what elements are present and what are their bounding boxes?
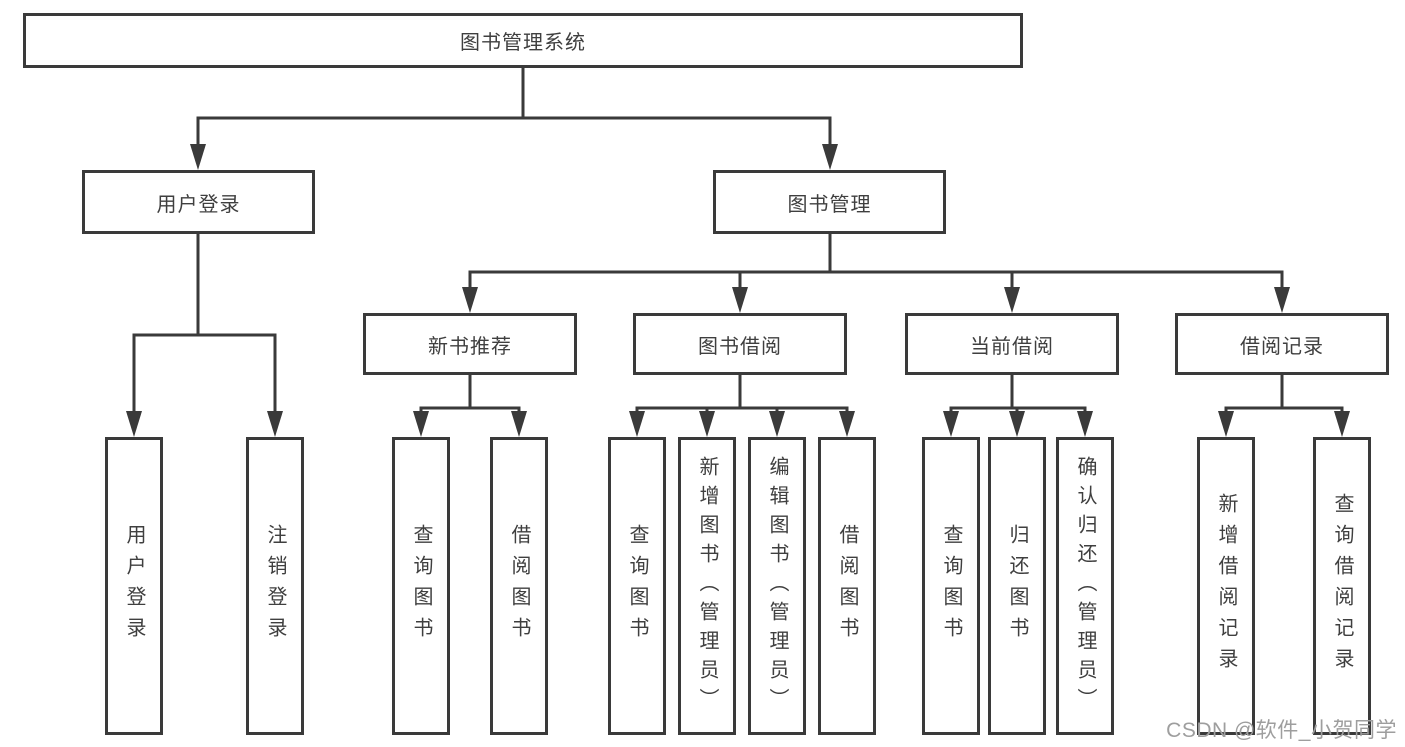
node-book-management-label: 图书管理 bbox=[787, 193, 872, 216]
node-bb-query-books: 查询图书 bbox=[608, 437, 666, 735]
node-br-query-record-label: 查询借阅记录 bbox=[1331, 493, 1353, 679]
node-logout: 注销登录 bbox=[246, 437, 304, 735]
node-br-query-record: 查询借阅记录 bbox=[1313, 437, 1371, 735]
csdn-watermark: CSDN @软件_小贺同学 bbox=[1166, 719, 1397, 742]
node-bb-add-books-admin-label: 新增图书（管理员） bbox=[696, 455, 718, 717]
node-cb-return-books: 归还图书 bbox=[988, 437, 1046, 735]
node-root-label: 图书管理系统 bbox=[460, 32, 586, 54]
node-borrowing-records-label: 借阅记录 bbox=[1240, 335, 1324, 358]
node-current-borrowing: 当前借阅 bbox=[905, 313, 1119, 375]
node-bb-add-books-admin: 新增图书（管理员） bbox=[678, 437, 736, 735]
node-bb-query-books-label: 查询图书 bbox=[626, 524, 648, 648]
node-nbr-borrow-books: 借阅图书 bbox=[490, 437, 548, 735]
arrowheads bbox=[126, 144, 1350, 437]
node-nbr-borrow-books-label: 借阅图书 bbox=[508, 524, 530, 648]
node-cb-confirm-return-admin-label: 确认归还（管理员） bbox=[1074, 455, 1096, 717]
node-nbr-query-books: 查询图书 bbox=[392, 437, 450, 735]
node-login-label: 用户登录 bbox=[123, 524, 145, 648]
node-book-borrowing-label: 图书借阅 bbox=[698, 335, 782, 358]
node-nbr-query-books-label: 查询图书 bbox=[410, 524, 432, 648]
node-br-add-record-label: 新增借阅记录 bbox=[1215, 493, 1237, 679]
node-current-borrowing-label: 当前借阅 bbox=[970, 335, 1054, 358]
node-login: 用户登录 bbox=[105, 437, 163, 735]
node-user-login: 用户登录 bbox=[82, 170, 315, 234]
node-bb-edit-books-admin: 编辑图书（管理员） bbox=[748, 437, 806, 735]
node-br-add-record: 新增借阅记录 bbox=[1197, 437, 1255, 735]
node-borrowing-records: 借阅记录 bbox=[1175, 313, 1389, 375]
node-cb-confirm-return-admin: 确认归还（管理员） bbox=[1056, 437, 1114, 735]
node-user-login-label: 用户登录 bbox=[156, 193, 241, 216]
node-root: 图书管理系统 bbox=[23, 13, 1023, 68]
node-book-management: 图书管理 bbox=[713, 170, 946, 234]
node-new-book-recommend: 新书推荐 bbox=[363, 313, 577, 375]
node-new-book-recommend-label: 新书推荐 bbox=[428, 335, 512, 358]
node-bb-borrow-books-label: 借阅图书 bbox=[836, 524, 858, 648]
node-cb-return-books-label: 归还图书 bbox=[1006, 524, 1028, 648]
node-bb-edit-books-admin-label: 编辑图书（管理员） bbox=[766, 455, 788, 717]
node-cb-query-books-label: 查询图书 bbox=[940, 524, 962, 648]
node-logout-label: 注销登录 bbox=[264, 524, 286, 648]
node-book-borrowing: 图书借阅 bbox=[633, 313, 847, 375]
node-cb-query-books: 查询图书 bbox=[922, 437, 980, 735]
node-bb-borrow-books: 借阅图书 bbox=[818, 437, 876, 735]
